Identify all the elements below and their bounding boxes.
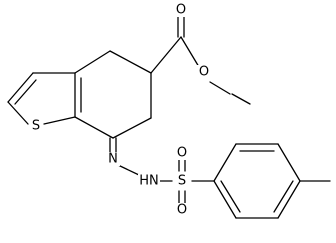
bond-aryl-4 [277, 180, 301, 219]
bond-ester-methyl [231, 93, 251, 105]
bonds [7, 16, 331, 219]
atom-sulfonyl-s: S [178, 174, 186, 189]
bond-thio-c2-s [7, 101, 29, 125]
atom-ester-o-single: O [199, 65, 209, 80]
bond-ring-c7-c7a [74, 116, 114, 139]
atom-thiophene-s: S [32, 119, 40, 134]
bond-thio-c3-c2 [7, 72, 34, 103]
bond-aryl-inner-2 [273, 180, 294, 213]
bond-ring-carbonyl [150, 36, 182, 74]
atom-sulfonyl-o-bottom: O [177, 203, 187, 218]
bond-ring-c4-c3a [74, 50, 111, 74]
bond-thio-s-c7a [43, 116, 76, 125]
bond-aryl-1 [213, 143, 237, 182]
bond-carbonyl-c-o-single [180, 36, 200, 68]
bond-ester-o-carbonyl [209, 81, 231, 95]
atom-hydrazone-n: N [108, 152, 118, 167]
atom-ester-o-double: O [176, 3, 186, 18]
bond-thio-c3-c2-inner [14, 79, 37, 105]
bond-aryl-inner-3 [220, 180, 241, 213]
bond-aryl-6 [213, 180, 237, 219]
bond-ring-c5-c4 [109, 50, 152, 74]
atom-sulfonyl-o-top: O [177, 146, 187, 161]
atom-sulfonamide-nh: HN [139, 174, 159, 189]
atom-labels: O O S N HN S O O [29, 3, 212, 218]
bond-ring-c6-c7 [112, 117, 152, 139]
bond-aryl-3 [277, 143, 301, 182]
bond-n-nh [117, 164, 140, 176]
